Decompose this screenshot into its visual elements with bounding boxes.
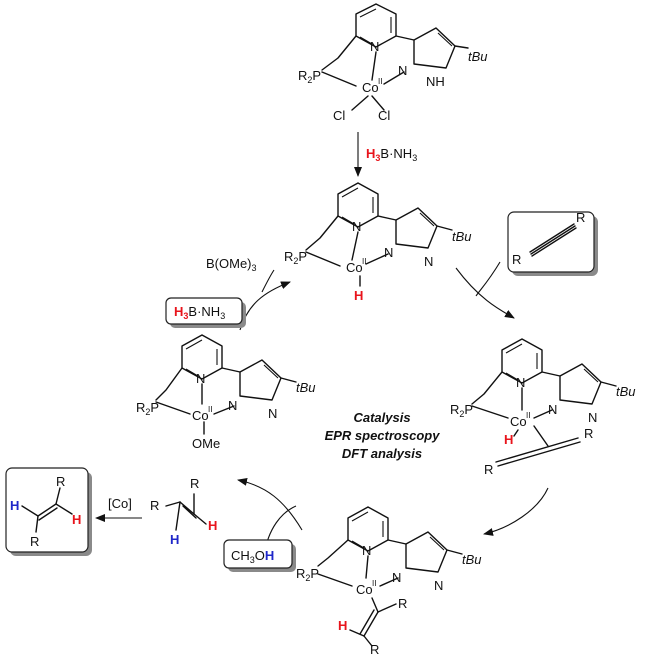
nitrogen-label: N	[352, 219, 361, 234]
r-label: R	[370, 642, 379, 656]
r2p-label: R2P	[450, 402, 473, 419]
hydride-label: H	[354, 288, 363, 303]
cobalt-label: Co	[510, 414, 527, 429]
cobalt-label: Co	[346, 260, 363, 275]
r2p-label: R2P	[296, 566, 319, 583]
alkene-hydrogen-label: H	[170, 532, 179, 547]
ammonia-borane-box: H3B·NH3	[165, 297, 246, 328]
alkyne-entry-arrow	[475, 261, 501, 297]
cycle-arrow	[455, 267, 515, 319]
center-caption-line: Catalysis	[353, 410, 410, 425]
ammonia-borane-label: H3B·NH3	[174, 304, 225, 321]
r2p-label: R2P	[284, 249, 307, 266]
cis-alkene-product: R R H H	[150, 476, 217, 547]
alkene-hydrogen-label: H	[208, 518, 217, 533]
vinyl-hydrogen-label: H	[338, 618, 347, 633]
ammonia-borane-label: H3B·NH3	[366, 146, 417, 163]
r-label: R	[576, 210, 585, 225]
chloride-label: Cl	[378, 108, 390, 123]
nitrogen-label: N	[548, 402, 557, 417]
nitrogen-label: N	[392, 570, 401, 585]
vinyl-cobalt-complex: N N N tBu R2P Co II R H R	[296, 506, 482, 656]
tbu-label: tBu	[468, 49, 488, 64]
r-label: R	[30, 534, 39, 549]
nitrogen-label: N	[196, 371, 205, 386]
r-label: R	[56, 474, 65, 489]
r-label: R	[150, 498, 159, 513]
cycle-arrow	[239, 281, 291, 331]
hydride-label: H	[504, 432, 513, 447]
nitrogen-label: N	[434, 578, 443, 593]
tbu-label: tBu	[462, 552, 482, 567]
r-label: R	[398, 596, 407, 611]
oxidation-state-label: II	[372, 579, 376, 588]
trimethyl-borate-label: B(OMe)3	[206, 256, 257, 273]
r-label: R	[484, 462, 493, 477]
precatalyst-complex: N N NH tBu R2P Co II Cl Cl	[298, 3, 488, 123]
tbu-label: tBu	[296, 380, 316, 395]
cobalt-catalyst-label: [Co]	[108, 496, 132, 511]
center-caption: Catalysis EPR spectroscopy DFT analysis	[325, 410, 441, 461]
nitrogen-label: N	[516, 375, 525, 390]
nitrogen-label: N	[370, 39, 379, 54]
nitrogen-label: N	[398, 63, 407, 78]
nitrogen-label: N	[268, 406, 277, 421]
alkene-hydrogen-label: H	[72, 512, 81, 527]
nitrogen-label: N	[384, 245, 393, 260]
nitrogen-label: N	[424, 254, 433, 269]
r2p-label: R2P	[136, 400, 159, 417]
methanol-label: CH3OH	[231, 548, 274, 565]
center-caption-line: DFT analysis	[342, 446, 422, 461]
center-caption-line: EPR spectroscopy	[325, 428, 441, 443]
r2p-label: R2P	[298, 68, 321, 85]
nitrogen-label: N	[362, 543, 371, 558]
alkyne-substrate-box: R R	[507, 210, 598, 276]
alkene-hydrogen-label: H	[10, 498, 19, 513]
cobalt-hydride-complex: N N N tBu R2P Co II H	[284, 182, 472, 303]
nitrogen-label: N	[228, 398, 237, 413]
oxidation-state-label: II	[362, 257, 366, 266]
cycle-arrow	[237, 477, 303, 531]
oxidation-state-label: II	[378, 77, 382, 86]
chloride-label: Cl	[333, 108, 345, 123]
alkyne-coordinated-complex: N N N tBu R2P Co II H R R	[450, 338, 636, 477]
cobalt-label: Co	[192, 408, 209, 423]
methanol-box: CH3OH	[223, 539, 296, 572]
r-label: R	[190, 476, 199, 491]
r-label: R	[512, 252, 521, 267]
cobalt-label: Co	[356, 582, 373, 597]
tbu-label: tBu	[452, 229, 472, 244]
cobalt-label: Co	[362, 80, 379, 95]
r-label: R	[584, 426, 593, 441]
tbu-label: tBu	[616, 384, 636, 399]
borane-exit-arrow	[261, 269, 275, 293]
nitrogen-label: N	[588, 410, 597, 425]
trans-alkene-box: R H H R	[5, 467, 92, 556]
nh-label: NH	[426, 74, 445, 89]
oxidation-state-label: II	[526, 411, 530, 420]
oxidation-state-label: II	[208, 405, 212, 414]
methoxide-label: OMe	[192, 436, 220, 451]
cycle-arrow	[483, 487, 549, 536]
cobalt-methoxide-complex: N N N tBu R2P Co II OMe	[136, 334, 316, 451]
